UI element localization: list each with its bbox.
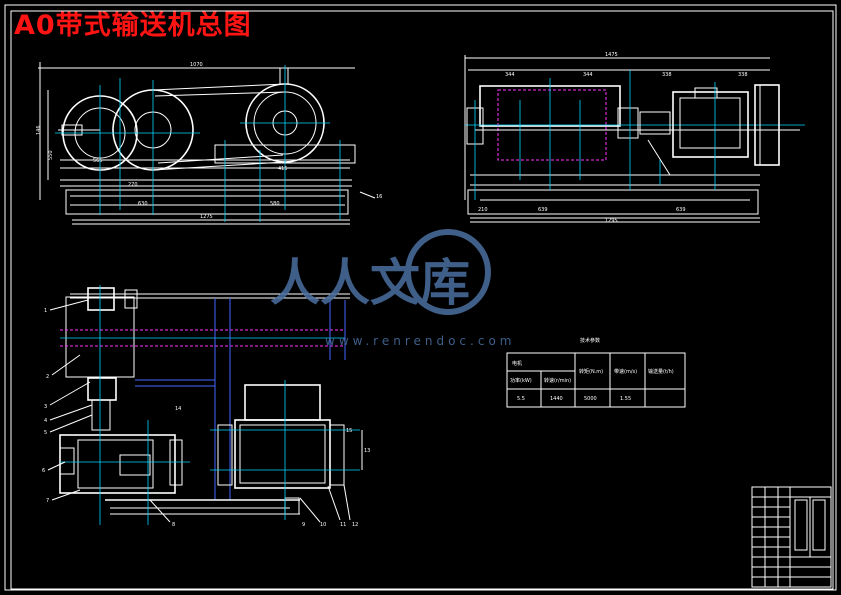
spec-val-belt-speed: 1.55 <box>620 396 631 402</box>
outer-frame <box>4 4 837 591</box>
label-plan-9: 9 <box>302 522 305 528</box>
dim-front-span-right: 580 <box>270 201 280 207</box>
page-title: A0带式输送机总图 <box>14 10 252 41</box>
label-plan-6: 6 <box>42 468 45 474</box>
dim-front-length: 1275 <box>200 214 213 220</box>
title-block <box>751 486 832 588</box>
label-plan-4: 4 <box>44 418 47 424</box>
dim-side-3: 338 <box>662 72 672 78</box>
dim-side-8: 1295 <box>605 218 618 224</box>
label-plan-1: 1 <box>44 308 47 314</box>
spec-table: 技术参数 电机 功率(kW) 转速(r/min) 转矩(N.m) 带速(m/s)… <box>506 337 686 408</box>
label-plan-14: 14 <box>175 406 181 412</box>
dim-front-pulley: 565 <box>93 158 103 164</box>
watermark-logo-icon <box>405 229 491 315</box>
spec-header-motor: 电机 <box>512 360 522 367</box>
spec-col-belt-speed: 带速(m/s) <box>614 369 637 375</box>
dim-side-4: 338 <box>738 72 748 78</box>
watermark-text: 人人文库 <box>270 254 470 312</box>
spec-val-speed: 1440 <box>550 396 563 402</box>
label-plan-11: 11 <box>340 522 346 528</box>
plan-view: 1 2 3 4 5 6 7 8 9 10 11 12 13 14 15 <box>42 285 370 528</box>
spec-val-torque: 5000 <box>584 396 597 402</box>
dim-side-1: 344 <box>505 72 515 78</box>
inner-frame <box>10 10 834 590</box>
label-plan-8: 8 <box>172 522 175 528</box>
spec-col-power: 功率(kW) <box>510 377 532 384</box>
dim-front-span-left: 630 <box>138 201 148 207</box>
label-front-part: 16 <box>376 194 382 200</box>
spec-val-power: 5.5 <box>517 396 525 402</box>
watermark-url: www.renrendoc.com <box>325 334 515 348</box>
label-plan-15: 15 <box>346 428 352 434</box>
label-plan-3: 3 <box>44 404 47 410</box>
front-view: 1070 146 550 565 1275 630 270 580 415 16 <box>36 62 382 225</box>
dim-side-7: 639 <box>676 207 686 213</box>
label-plan-2: 2 <box>46 374 49 380</box>
side-view: 1475 344 344 338 338 210 639 639 1295 <box>464 52 805 224</box>
dim-side-5: 210 <box>478 207 488 213</box>
label-plan-10: 10 <box>320 522 326 528</box>
spec-col-capacity: 输送量(t/h) <box>648 368 674 375</box>
dim-side-2: 344 <box>583 72 593 78</box>
dim-front-left-height-2: 550 <box>48 150 54 160</box>
dim-front-top: 1070 <box>190 62 203 68</box>
watermark: 人人文库 www.renrendoc.com <box>270 229 515 348</box>
spec-col-torque: 转矩(N.m) <box>579 368 603 375</box>
dim-side-total: 1475 <box>605 52 618 58</box>
dim-front-small: 415 <box>278 166 288 172</box>
label-plan-7: 7 <box>46 498 49 504</box>
spec-table-title: 技术参数 <box>580 337 600 344</box>
label-plan-13: 13 <box>364 448 370 454</box>
label-plan-12: 12 <box>352 522 358 528</box>
label-plan-5: 5 <box>44 430 47 436</box>
dim-side-6: 639 <box>538 207 548 213</box>
dim-front-span-mid: 270 <box>128 182 138 188</box>
dim-front-left-height: 146 <box>36 125 42 135</box>
spec-col-speed: 转速(r/min) <box>544 377 571 384</box>
